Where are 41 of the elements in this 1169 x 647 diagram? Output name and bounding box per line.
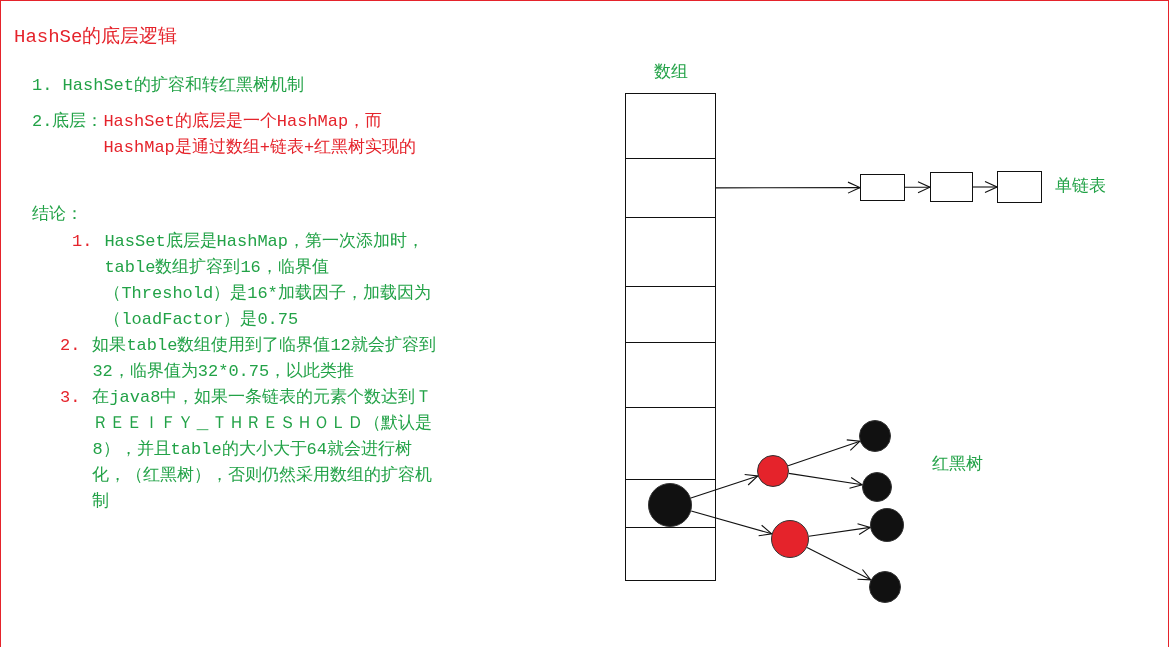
list-node-box — [997, 171, 1042, 203]
list-item-text: 1. HashSet的扩容和转红黑树机制 — [32, 74, 305, 97]
diagram-title: HashSe的底层逻辑 — [14, 25, 178, 50]
tree-node — [862, 472, 892, 502]
list-item-text: 在java8中，如果一条链表的元素个数达到ＴＲＥＥＩＦＹ＿ＴＨＲＥＳＨＯＬＤ（默认是8），并且table的大小大于64就会进行树化，（红黑树），否则仍然采用数组的扩容机制 — [92, 387, 434, 513]
list-number: 1. — [72, 231, 93, 253]
list-caption: 单链表 — [1055, 176, 1106, 198]
arrow — [972, 180, 998, 194]
arrow — [787, 439, 861, 467]
list-number: 2. — [60, 335, 81, 357]
tree-node — [757, 455, 789, 487]
array-cell — [625, 342, 716, 408]
arrow — [788, 472, 863, 489]
tree-caption: 红黑树 — [932, 454, 983, 476]
section-label: 2.底层： — [32, 110, 104, 133]
array-caption: 数组 — [653, 62, 688, 84]
array-cell — [625, 217, 716, 287]
arrow — [806, 547, 872, 581]
tree-node — [870, 508, 904, 542]
array-cell — [625, 158, 716, 218]
list-item-text: HasSet底层是HashMap，第一次添加时，table数组扩容到16，临界值（Threshold）是16*加载因子，加载因为（loadFactor）是0.75 — [104, 230, 432, 331]
tree-node — [648, 483, 692, 527]
arrow — [690, 510, 773, 537]
list-item-text: 如果table数组使用到了临界值12就会扩容到32，临界值为32*0.75，以此类推 — [92, 334, 437, 383]
list-node-box — [930, 172, 973, 202]
arrow — [690, 474, 759, 499]
list-number: 3. — [60, 387, 81, 409]
array-cell — [625, 407, 716, 480]
array-cell — [625, 93, 716, 159]
conclusion-heading: 结论： — [32, 204, 83, 226]
arrow — [715, 181, 861, 194]
tree-node — [859, 420, 891, 452]
array-cell — [625, 527, 716, 581]
section-text: HashSet的底层是一个HashMap，而HashMap是通过数组+链表+红黑树实现的 — [103, 110, 418, 159]
tree-node — [771, 520, 809, 558]
array-cell — [625, 286, 716, 343]
arrow — [904, 181, 931, 194]
arrow — [808, 523, 871, 537]
list-node-box — [860, 174, 905, 201]
array-cell — [625, 479, 716, 528]
tree-node — [869, 571, 901, 603]
